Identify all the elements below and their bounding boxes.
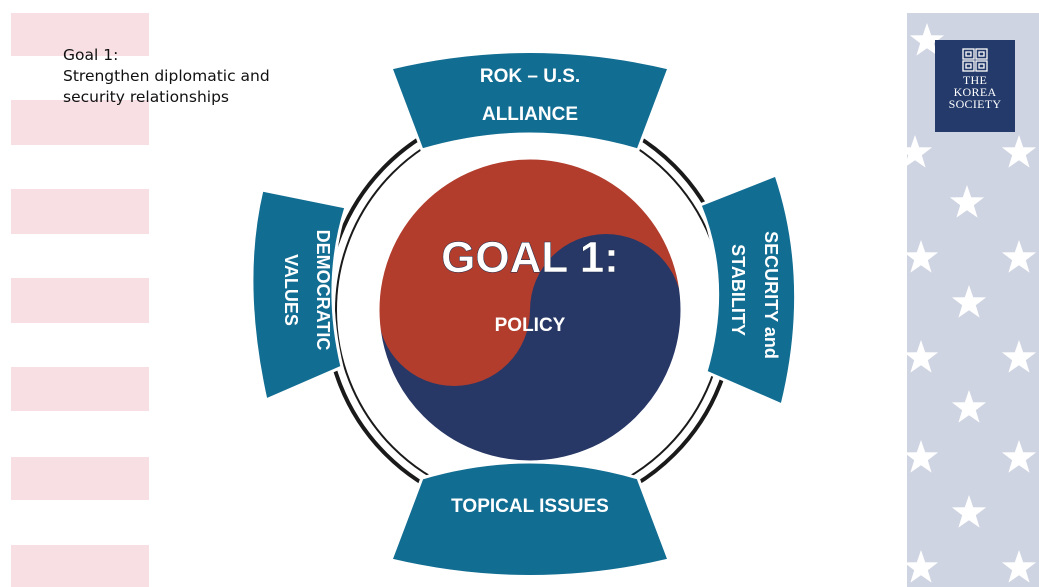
segment-right-line1: SECURITY and (761, 231, 781, 359)
goal-description: Goal 1: Strengthen diplomatic and securi… (63, 45, 270, 108)
logo-text-line: KOREA (953, 85, 997, 99)
goal-description-line: Strengthen diplomatic and (63, 67, 270, 85)
segment-top: ROK – U.S. ALLIANCE (388, 50, 672, 152)
segment-right-line2: STABILITY (728, 244, 748, 336)
segment-bottom-line1: TOPICAL ISSUES (451, 496, 609, 517)
taegeuk-circle (376, 156, 684, 464)
segment-left-line2: VALUES (281, 254, 301, 326)
logo-text-line: THE (962, 73, 988, 87)
segment-bottom: TOPICAL ISSUES (388, 460, 672, 578)
segment-left-line1: DEMOCRATIC (313, 230, 333, 351)
segment-top-line1: ROK – U.S. (480, 66, 580, 87)
logo-emblem-icon (962, 48, 988, 72)
logo-text-line: SOCIETY (948, 97, 1002, 111)
flag-stripe (11, 367, 149, 411)
flag-stripe (11, 545, 149, 587)
goal-description-line: security relationships (63, 88, 229, 106)
segment-top-line2: ALLIANCE (482, 104, 578, 125)
flag-stripe (11, 100, 149, 145)
flag-stripe (11, 13, 149, 56)
yin-red-half (378, 158, 682, 386)
segment-left: DEMOCRATIC VALUES (250, 188, 348, 403)
segment-right: SECURITY and STABILITY (698, 173, 798, 408)
flag-stripe (11, 278, 149, 323)
goal-heading: Goal 1: (63, 46, 119, 64)
flag-stripe (11, 189, 149, 234)
center-subtitle: POLICY (495, 315, 566, 336)
flag-stripe (11, 457, 149, 500)
center-title: GOAL 1: (441, 233, 619, 282)
korea-society-logo: THE KOREA SOCIETY (935, 40, 1015, 132)
